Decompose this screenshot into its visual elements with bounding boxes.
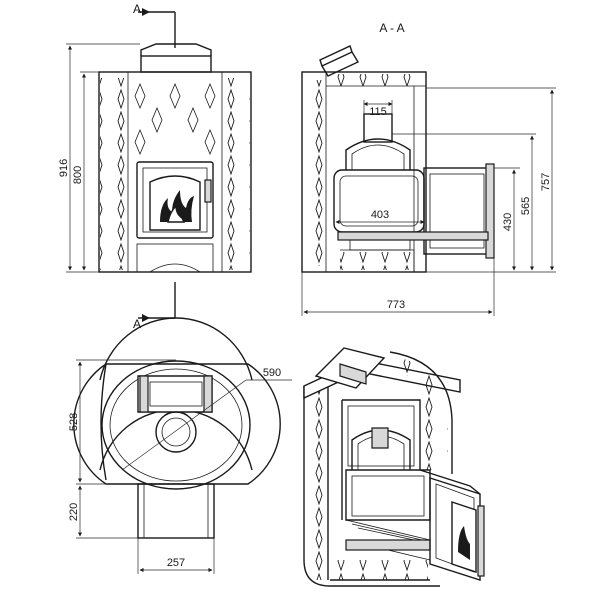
dim-depth-body: 528: [68, 413, 80, 431]
dim-height-430: 430: [502, 213, 514, 231]
section-view-a-a: A - A 115 403: [301, 21, 556, 316]
dim-tunnel-length: 220: [68, 503, 80, 521]
dim-firebox-width: 403: [371, 209, 389, 221]
section-mark-top: A: [133, 2, 141, 16]
dim-height-total: 916: [58, 159, 70, 177]
dim-tunnel-width: 257: [167, 557, 185, 569]
dim-depth-total: 773: [387, 299, 405, 311]
front-view: A A 916 800: [58, 2, 252, 331]
dim-height-body: 800: [72, 166, 84, 184]
cutaway-view: [303, 347, 485, 587]
top-view: 590 528 220 257: [68, 317, 292, 574]
section-title: A - A: [379, 21, 404, 35]
dim-chimney-width: 115: [369, 106, 387, 118]
dim-height-757: 757: [540, 173, 552, 191]
dim-diameter: 590: [263, 367, 281, 379]
section-mark-bottom: A: [133, 317, 141, 331]
dim-height-565: 565: [520, 197, 532, 215]
